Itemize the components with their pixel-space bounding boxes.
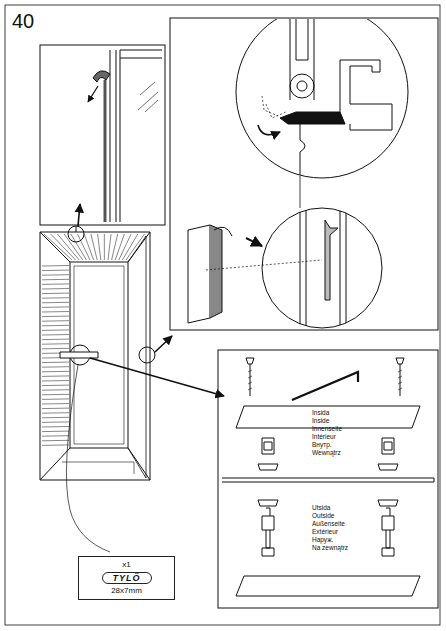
side-label: Na zewnątrz	[312, 545, 348, 552]
side-label: Extérieur	[312, 529, 338, 536]
side-label: Insida	[312, 410, 329, 417]
side-label: Inside	[312, 418, 329, 425]
side-label: Наруж.	[312, 537, 333, 544]
detail-circle	[68, 226, 84, 242]
detail-circle	[139, 347, 155, 363]
detail-panel	[40, 45, 165, 225]
side-label: Внутр.	[312, 442, 332, 449]
side-label: Utsida	[312, 505, 330, 512]
part-info: x1	[83, 560, 170, 570]
detail-panel	[218, 350, 438, 608]
brand-logo: TYLÖ	[83, 570, 170, 587]
side-label: Outside	[312, 513, 334, 520]
side-label: Intérieur	[312, 434, 336, 441]
parts-box: x1TYLÖ28x7mm	[78, 556, 175, 600]
side-label: Außenseite	[312, 521, 345, 528]
side-label: Innenseite	[312, 426, 342, 433]
part-info: 28x7mm	[83, 586, 170, 596]
sauna-cabin	[40, 232, 150, 480]
side-label: Wewnątrz	[312, 450, 341, 457]
step-number: 40	[12, 11, 34, 31]
detail-panel	[170, 18, 438, 330]
